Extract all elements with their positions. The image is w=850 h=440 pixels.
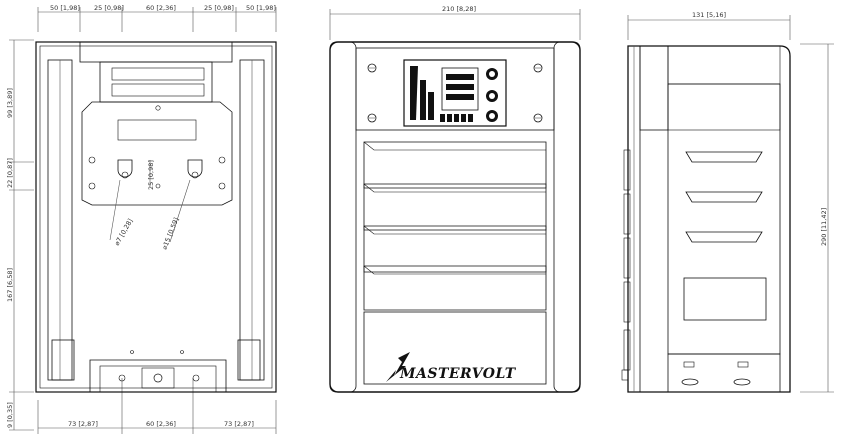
louver-slats bbox=[363, 141, 547, 311]
dim-inner-3: ⌀15 [0,59] bbox=[160, 216, 180, 250]
brand-name: MASTERVOLT bbox=[399, 366, 517, 382]
front-screws bbox=[367, 63, 543, 123]
dim-left-4: 9 [0,35] bbox=[6, 402, 14, 428]
dim-bottom-1: 73 [2,87] bbox=[68, 420, 98, 428]
control-panel bbox=[403, 59, 507, 127]
dim-top-2: 25 [0,98] bbox=[94, 4, 124, 12]
keyhole-left bbox=[117, 159, 133, 179]
mastervolt-logo: MASTERVOLT bbox=[386, 352, 517, 382]
rear-bottom-dimensions: 73 [2,87] 60 [2,36] 73 [2,87] bbox=[37, 378, 277, 434]
side-width-dim: 131 [5,16] bbox=[692, 11, 726, 19]
dim-inner-1: 25 [0,98] bbox=[147, 160, 155, 190]
dim-top-5: 50 [1,98] bbox=[246, 4, 276, 12]
dim-left-3: 167 [6,58] bbox=[6, 268, 14, 302]
dim-top-4: 25 [0,98] bbox=[204, 4, 234, 12]
dim-bottom-2: 60 [2,36] bbox=[146, 420, 176, 428]
side-height-dim: 290 [11,42] bbox=[820, 208, 828, 246]
dim-left-1: 99 [3,89] bbox=[6, 88, 14, 118]
rear-view: 50 [1,98] 25 [0,98] 60 [2,36] 25 [0,98] … bbox=[6, 4, 277, 434]
keyhole-right bbox=[187, 159, 203, 179]
dim-left-2: 22 [0,87] bbox=[6, 158, 14, 188]
dim-inner-2: ⌀7 [0,28] bbox=[113, 217, 135, 247]
dim-top-1: 50 [1,98] bbox=[50, 4, 80, 12]
side-view: 131 [5,16] 290 [11,42] bbox=[621, 11, 834, 393]
rear-left-dimensions: 99 [3,89] 22 [0,87] 167 [6,58] 9 [0,35] bbox=[6, 39, 34, 431]
rear-top-dimensions: 50 [1,98] 25 [0,98] 60 [2,36] 25 [0,98] … bbox=[37, 4, 277, 32]
dim-bottom-3: 73 [2,87] bbox=[224, 420, 254, 428]
front-width-dim: 210 [8,28] bbox=[442, 5, 476, 13]
dim-top-3: 60 [2,36] bbox=[146, 4, 176, 12]
front-view: 210 [8,28] bbox=[329, 5, 581, 393]
